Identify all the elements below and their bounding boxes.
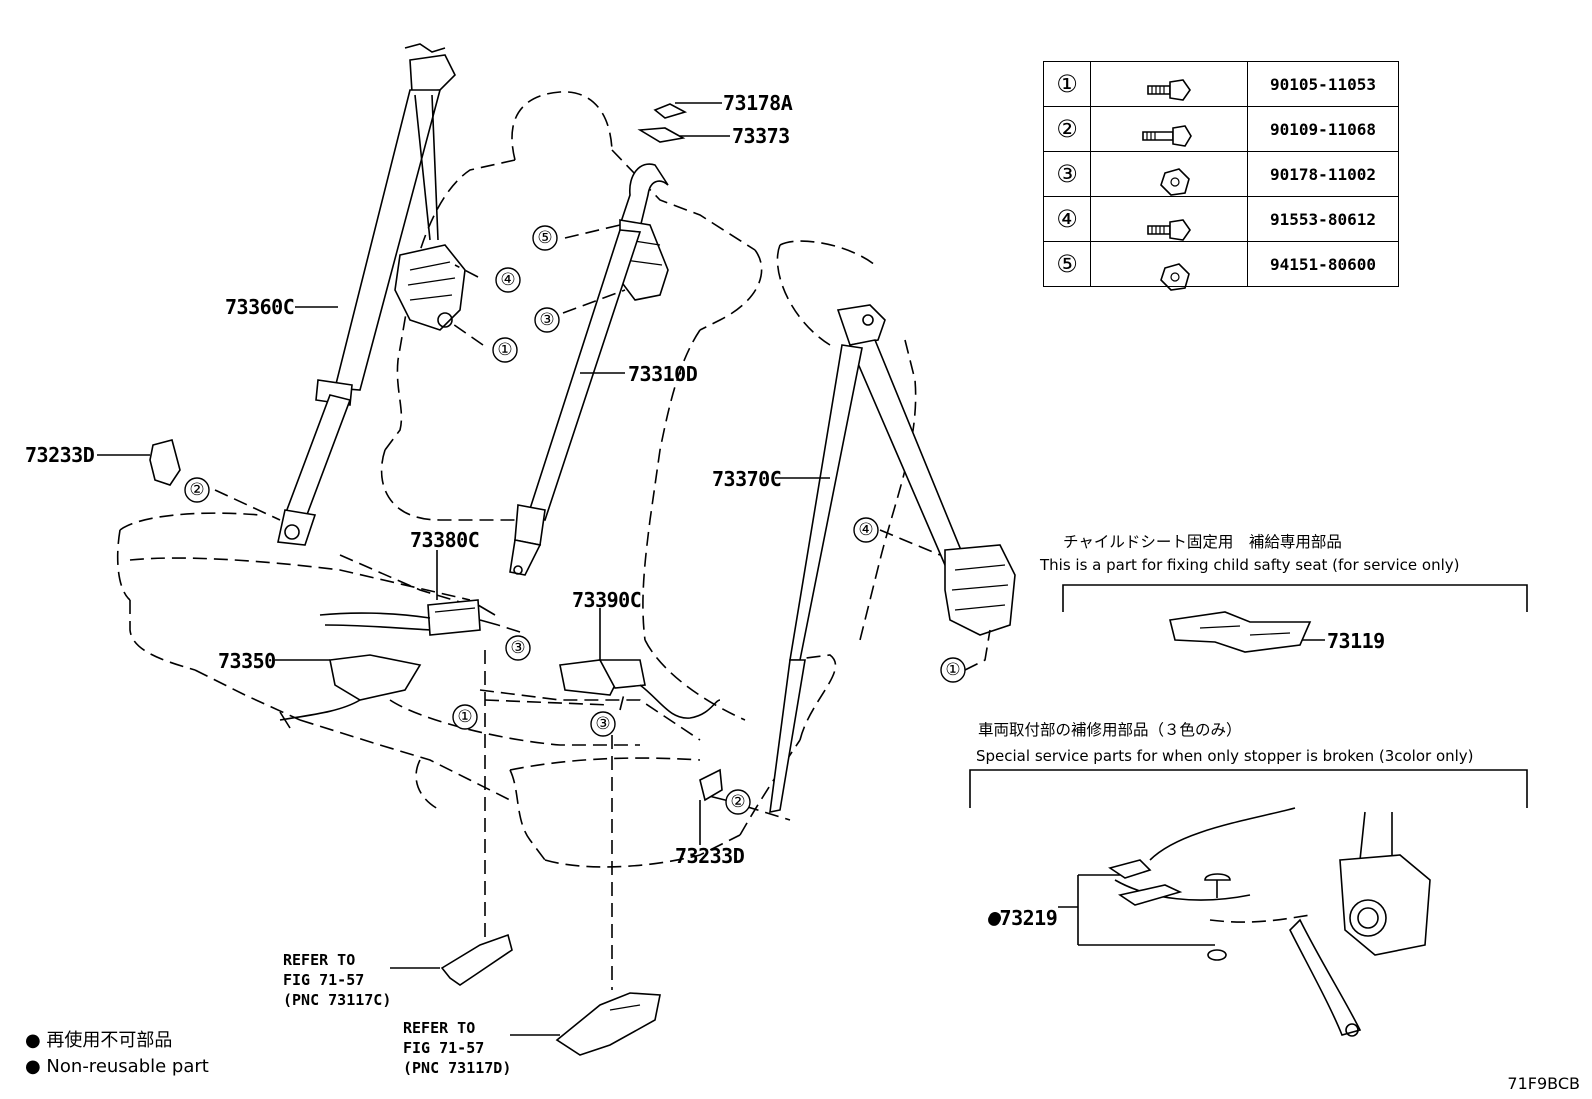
callout-3-buckle: ③	[505, 635, 531, 661]
refer-to-73117C: REFER TO FIG 71-57 (PNC 73117C)	[283, 951, 392, 1009]
legend-jp: ● 再使用不可部品	[25, 1030, 173, 1051]
center-seatbelt-assembly	[509, 103, 688, 576]
child-seat-note-jp: チャイルドシート固定用 補給専用部品	[1063, 533, 1342, 551]
stopper-note-en: Special service parts for when only stop…	[976, 747, 1474, 765]
callout-5-top: ⑤	[532, 225, 558, 251]
callout-3-text: ③	[510, 638, 525, 658]
fastener-num: ③	[1043, 151, 1091, 197]
fastener-part-number: 94151-80600	[1247, 241, 1399, 287]
callout-4-text: ④	[500, 270, 515, 290]
fastener-icon-cell	[1090, 196, 1248, 242]
callout-1-left: ①	[492, 337, 518, 363]
buckles	[149, 439, 723, 802]
fastener-table: ① 90105-11053 ② 90109-11068 ③ 90178-1100…	[1043, 61, 1399, 287]
callout-4-left: ④	[495, 267, 521, 293]
fastener-icon-cell	[1090, 106, 1248, 152]
seat-cushion-outline	[116, 512, 837, 868]
label-73233D-bottom: 73233D	[675, 844, 745, 868]
label-73233D-left: 73233D	[25, 443, 95, 467]
callout-5-text: ⑤	[537, 228, 552, 248]
callout-3-bottom: ③	[590, 711, 616, 737]
fastener-num: ①	[1043, 61, 1091, 107]
bottom-brackets	[440, 933, 661, 1056]
label-73360C: 73360C	[225, 295, 295, 319]
fastener-icon-cell	[1090, 61, 1248, 107]
fastener-num: ②	[1043, 106, 1091, 152]
fastener-part-number: 90109-11068	[1247, 106, 1399, 152]
fastener-part-number: 90105-11053	[1247, 61, 1399, 107]
callout-4-right: ④	[853, 517, 879, 543]
table-row: ④ 91553-80612	[1043, 196, 1399, 242]
callout-2-left: ②	[184, 477, 210, 503]
callout-2-bottom: ②	[725, 789, 751, 815]
stopper-section	[969, 769, 1528, 1037]
callout-1-right: ①	[940, 657, 966, 683]
table-row: ⑤ 94151-80600	[1043, 241, 1399, 287]
fastener-num: ④	[1043, 196, 1091, 242]
label-73178A: 73178A	[723, 91, 793, 115]
fastener-num: ⑤	[1043, 241, 1091, 287]
callout-3-text: ③	[539, 310, 554, 330]
fastener-part-number: 90178-11002	[1247, 151, 1399, 197]
label-73310D: 73310D	[628, 362, 698, 386]
label-73219: ●73219	[988, 906, 1058, 930]
dashed-callouts	[214, 224, 991, 990]
callout-2-text: ②	[189, 480, 204, 500]
callout-3-upper: ③	[534, 307, 560, 333]
fastener-icon-cell	[1090, 151, 1248, 197]
label-73373: 73373	[732, 124, 790, 148]
callout-1-text: ①	[945, 660, 960, 680]
callout-4-text: ④	[858, 520, 873, 540]
table-row: ③ 90178-11002	[1043, 151, 1399, 197]
callout-2-text: ②	[730, 792, 745, 812]
nonreusable-dot	[989, 912, 1001, 924]
label-73390C: 73390C	[572, 588, 642, 612]
right-seatbelt-assembly	[769, 304, 1016, 814]
figure-code: 71F9BCB	[1507, 1074, 1580, 1093]
stopper-note-jp: 車両取付部の補修用部品（３色のみ）	[978, 721, 1242, 739]
label-73119: 73119	[1327, 629, 1385, 653]
child-seat-note-en: This is a part for fixing child safty se…	[1040, 556, 1460, 574]
callout-1-text: ①	[457, 707, 472, 727]
table-row: ② 90109-11068	[1043, 106, 1399, 152]
legend-en: ● Non-reusable part	[25, 1056, 209, 1077]
callout-3-text: ③	[595, 714, 610, 734]
label-73350: 73350	[218, 649, 276, 673]
table-row: ① 90105-11053	[1043, 61, 1399, 107]
refer-to-73117D: REFER TO FIG 71-57 (PNC 73117D)	[403, 1019, 512, 1077]
leader-lines	[97, 102, 1325, 1036]
left-seatbelt-assembly	[277, 43, 466, 546]
fastener-part-number: 91553-80612	[1247, 196, 1399, 242]
callout-1-text: ①	[497, 340, 512, 360]
label-73380C: 73380C	[410, 528, 480, 552]
child-seat-section	[1062, 584, 1528, 653]
label-73370C: 73370C	[712, 467, 782, 491]
fastener-icon-cell	[1090, 241, 1248, 287]
callout-1-bottom: ①	[452, 704, 478, 730]
